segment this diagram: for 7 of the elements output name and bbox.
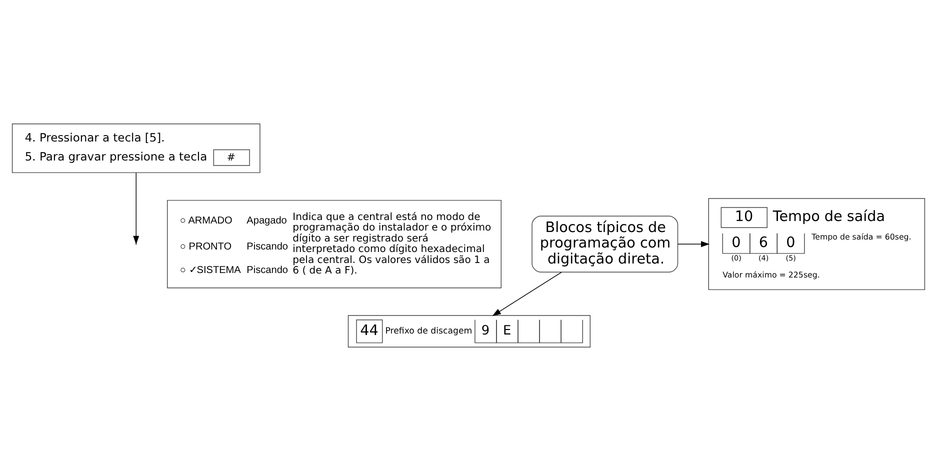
arrow [492,272,562,316]
arrow [678,241,710,248]
arrow [133,172,140,244]
node-box: Blocos típicos de programação com digitação direta. [532,216,678,272]
node-box: 4. Pressionar a tecla [5]. 5. Para gravar pressione a tecla # [12,124,260,174]
node-box: 44 Prefixo de discagem 9 E [348,315,591,348]
node-box: ○ ARMADO Apagado Indica que a central está no modo de programação do instalador e o próximo dígito a ser registrado será interpretado como dígito hexadecimal pela central. Os valores válidos são 1 a 6 ( de A a F). ○ PRONTO Piscando ○ ✓SISTEMA Piscando [167,200,502,288]
